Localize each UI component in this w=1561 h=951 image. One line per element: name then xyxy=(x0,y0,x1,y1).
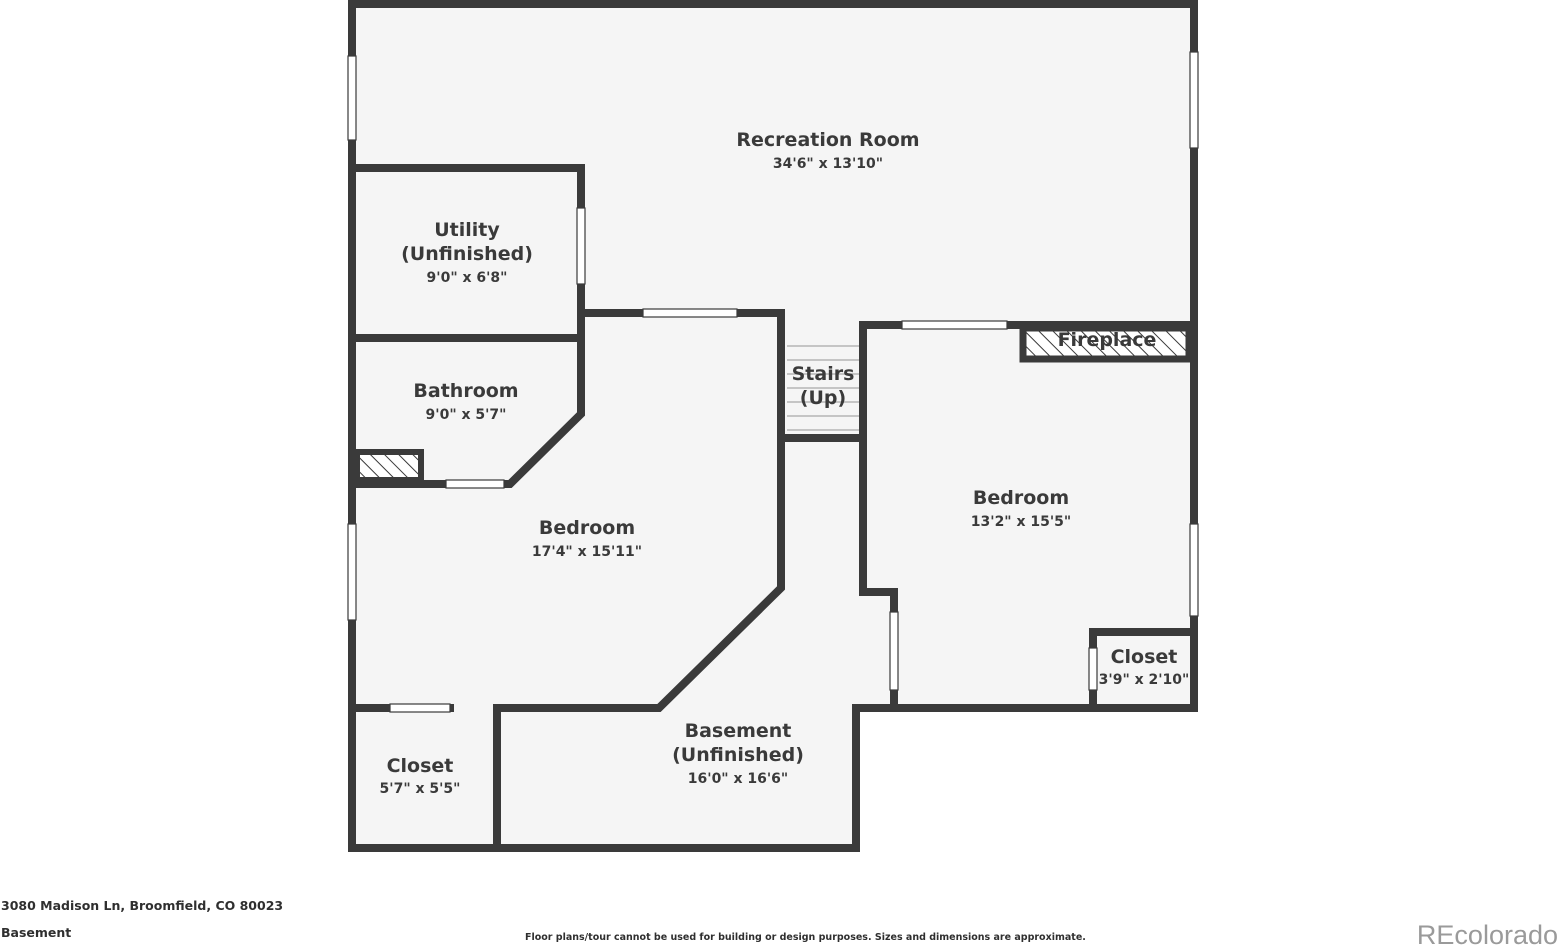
disclaimer-text: Floor plans/tour cannot be used for buil… xyxy=(525,932,1086,943)
floor-level-label: Basement xyxy=(1,925,72,940)
bedroom-left-dims: 17'4" x 15'11" xyxy=(532,544,642,560)
closet-right-dims: 3'9" x 2'10" xyxy=(1099,672,1190,688)
property-address: 3080 Madison Ln, Broomfield, CO 80023 xyxy=(1,898,284,913)
floor-area xyxy=(352,4,1194,848)
windows xyxy=(347,51,1199,713)
utility-name-line2: (Unfinished) xyxy=(401,243,533,265)
closet-left-dims: 5'7" x 5'5" xyxy=(380,781,461,797)
utility-dims: 9'0" x 6'8" xyxy=(427,270,508,286)
room-labels: Recreation Room 34'6" x 13'10" Utility (… xyxy=(380,129,1190,797)
recreation-room-dims: 34'6" x 13'10" xyxy=(773,156,883,172)
brand-logo: REcolorado xyxy=(1416,920,1558,950)
fireplace-block xyxy=(1019,324,1193,363)
stairs-name-line2: (Up) xyxy=(800,387,846,409)
basement-dims: 16'0" x 16'6" xyxy=(688,771,788,787)
recreation-room-name: Recreation Room xyxy=(736,129,919,151)
bathroom-name: Bathroom xyxy=(413,380,518,402)
stairs-name-line1: Stairs xyxy=(792,363,855,385)
stairs-treads xyxy=(787,345,859,431)
utility-name-line1: Utility xyxy=(434,219,500,241)
bathroom-dims: 9'0" x 5'7" xyxy=(426,407,507,423)
basement-name-line2: (Unfinished) xyxy=(672,744,804,766)
bedroom-left-name: Bedroom xyxy=(539,517,635,539)
bedroom-right-dims: 13'2" x 15'5" xyxy=(971,514,1071,530)
basement-name-line1: Basement xyxy=(685,720,792,742)
closet-left-name: Closet xyxy=(387,755,454,777)
bath-vanity-block xyxy=(354,449,424,483)
bedroom-right-name: Bedroom xyxy=(973,487,1069,509)
walls xyxy=(348,0,1198,852)
fireplace-label: Fireplace xyxy=(1058,329,1157,351)
closet-right-name: Closet xyxy=(1111,646,1178,668)
